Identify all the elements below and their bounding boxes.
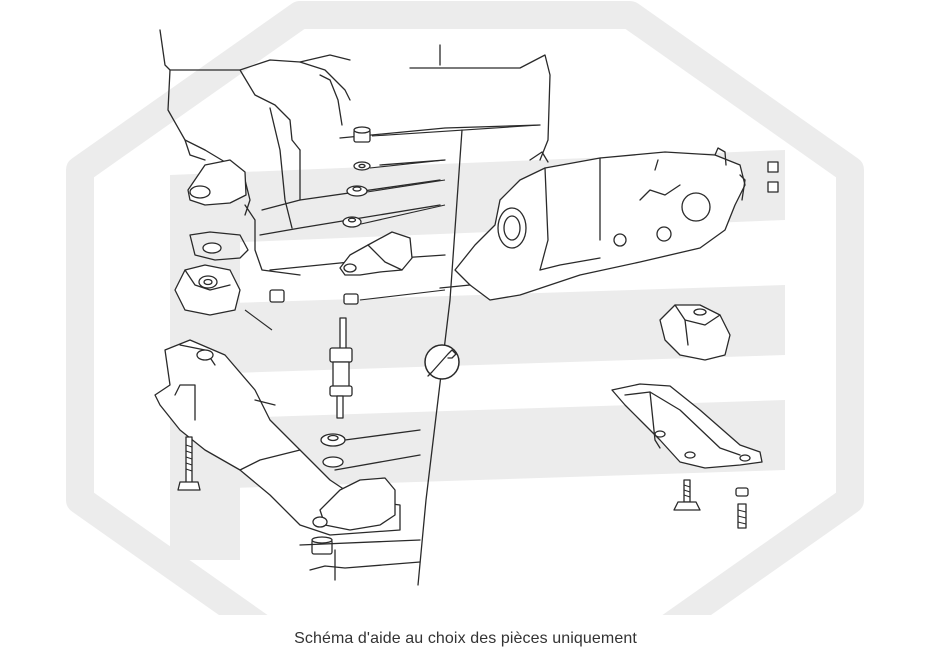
divider-line: [417, 129, 463, 586]
transmission-mount: [659, 304, 731, 361]
engine-mount-right: [339, 231, 446, 305]
engine-mount-left: [174, 264, 285, 331]
bolt-right: [673, 479, 749, 529]
parts-diagram-svg: [66, 1, 864, 615]
transmission: [439, 147, 779, 301]
wrench-symbol: [424, 344, 460, 380]
bolt-left: [177, 436, 201, 491]
engine-lower-part: [299, 429, 421, 581]
shock-absorber: [320, 317, 353, 468]
transmission-bracket: [611, 383, 763, 469]
engine-block: [159, 29, 551, 276]
diagram-caption: Schéma d'aide au choix des pièces unique…: [294, 630, 637, 647]
parts-diagram: [66, 1, 864, 615]
stacked-nuts-washers: [342, 124, 541, 228]
hexagon-f-logo-watermark: [66, 1, 864, 615]
crossmember: [154, 339, 401, 536]
